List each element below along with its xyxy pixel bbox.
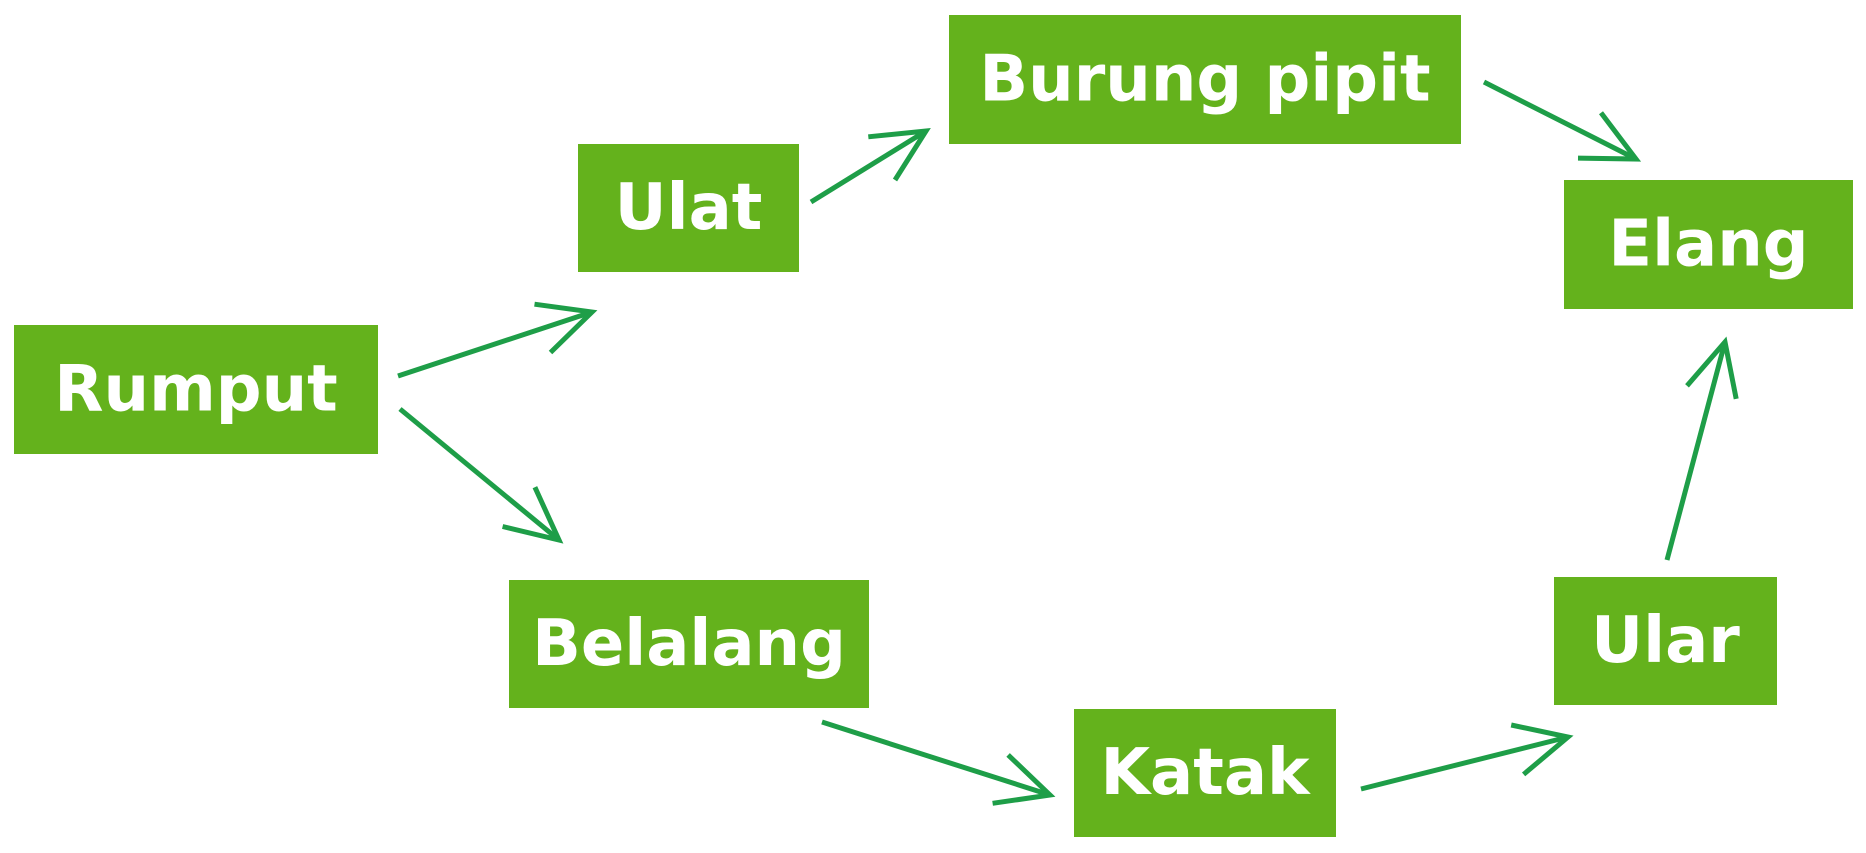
node-label: Katak	[1100, 736, 1311, 810]
arrow-shaft	[809, 128, 928, 205]
nodes-layer: Rumput Ulat Burung pipitElangBelalangKatak…	[14, 15, 1853, 837]
arrow-head	[502, 486, 564, 544]
arrow-head	[1577, 111, 1642, 162]
edges-layer	[397, 79, 1739, 806]
node-ulat: Ulat	[578, 144, 799, 272]
arrow-head	[1685, 336, 1739, 400]
arrow-belalang-to-katak	[821, 719, 1056, 806]
arrow-shaft	[1482, 79, 1638, 162]
node-belalang: Belalang	[509, 580, 869, 708]
node-box	[949, 15, 1461, 144]
arrow-katak-to-ular	[1360, 722, 1574, 792]
arrow-ulat-to-burung-pipit	[809, 127, 931, 205]
node-label: Rumput	[54, 353, 338, 427]
node-box	[1554, 577, 1777, 705]
node-box	[509, 580, 869, 708]
node-box	[1564, 180, 1853, 309]
node-elang: Elang	[1564, 180, 1853, 309]
arrow-burung-pipit-to-elang	[1482, 79, 1642, 162]
arrow-rumput-to-ulat	[397, 301, 598, 379]
arrow-head	[992, 753, 1056, 806]
arrow-head	[1510, 722, 1574, 777]
node-label: Ulat	[615, 171, 763, 245]
arrow-shaft	[398, 407, 561, 542]
node-ular: Ular	[1554, 577, 1777, 705]
node-katak: Katak	[1074, 709, 1336, 837]
node-box	[14, 325, 378, 454]
node-label: Burung pipit	[979, 43, 1430, 117]
arrow-ular-to-elang	[1664, 336, 1739, 561]
arrow-head	[868, 127, 931, 182]
node-box	[578, 144, 799, 272]
arrow-shaft	[1664, 341, 1728, 561]
node-box	[1074, 709, 1336, 837]
arrow-rumput-to-belalang	[398, 407, 564, 544]
node-burung-pipit: Burung pipit	[949, 15, 1461, 144]
node-label: Belalang	[532, 607, 846, 681]
node-rumput: Rumput	[14, 325, 378, 454]
arrow-shaft	[397, 309, 593, 379]
arrow-shaft	[1360, 734, 1569, 792]
node-label: Ular	[1591, 604, 1740, 678]
arrow-head	[534, 301, 598, 355]
arrow-shaft	[821, 719, 1051, 798]
node-label: Elang	[1608, 208, 1808, 282]
